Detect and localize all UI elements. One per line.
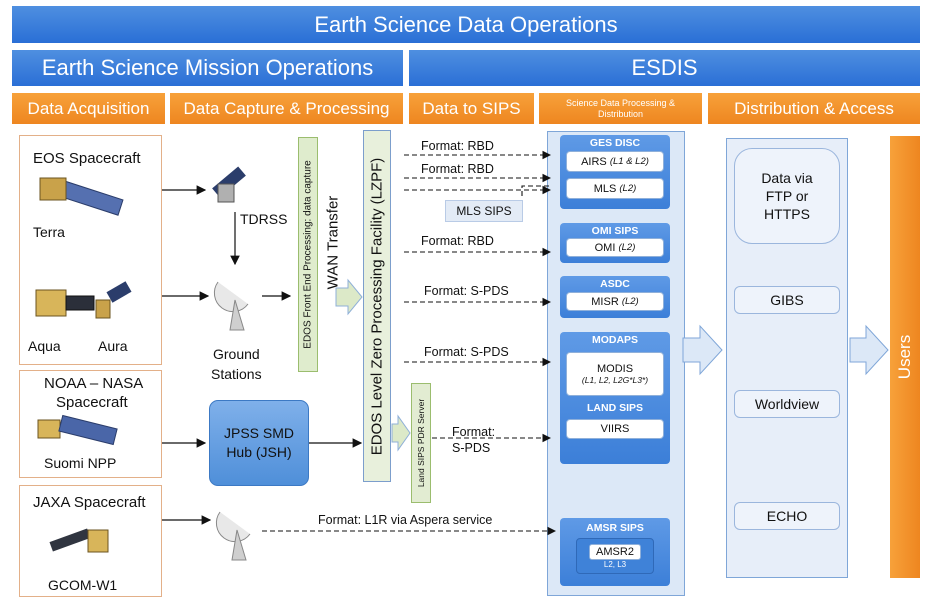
- omi-sips-title: OMI SIPS: [591, 225, 639, 237]
- amsr-sips-box: AMSR SIPS AMSR2 L2, L3: [560, 518, 670, 586]
- airs-item: AIRS (L1 & L2): [566, 151, 664, 172]
- mls-label: MLS: [593, 182, 617, 195]
- mls-sips-box: MLS SIPS: [445, 200, 523, 222]
- echo-item: ECHO: [734, 502, 840, 530]
- aqua-satellite-icon: [35, 289, 95, 317]
- gcom-w1-label: GCOM-W1: [48, 577, 118, 593]
- omi-level: (L2): [618, 242, 636, 253]
- viirs-label: VIIRS: [600, 423, 630, 435]
- omi-sips-box: OMI SIPS OMI (L2): [560, 223, 670, 263]
- asdc-title: ASDC: [600, 278, 630, 290]
- tdrss-label: TDRSS: [240, 211, 288, 227]
- format-rbd-3: Format: RBD: [421, 234, 494, 248]
- format-spds-3-line2: S-PDS: [452, 441, 491, 455]
- viirs-item: VIIRS: [566, 419, 664, 439]
- jaxa-title: JAXA Spacecraft: [33, 494, 146, 511]
- suomi-npp-satellite-icon: [37, 414, 118, 446]
- header-mission-operations: Earth Science Mission Operations: [12, 50, 403, 86]
- modis-item: MODIS (L1, L2, L2G*L3*): [566, 352, 664, 396]
- misr-level: (L2): [621, 296, 639, 307]
- phase-science-line2: Distribution: [597, 108, 644, 119]
- header-earth-science-data-ops: Earth Science Data Operations: [12, 6, 920, 43]
- jpss-line2: Hub (JSH): [226, 444, 292, 460]
- phase-distribution-access: Distribution & Access: [708, 93, 920, 124]
- format-spds-3-line1: Format:: [452, 425, 496, 439]
- front-to-lzpf-arrow: [335, 278, 363, 316]
- phase-data-capture: Data Capture & Processing: [170, 93, 403, 124]
- jpss-smd-hub-box: JPSS SMD Hub (JSH): [209, 400, 309, 486]
- terra-label: Terra: [33, 224, 65, 240]
- terra-satellite-icon: [39, 177, 124, 216]
- airs-label: AIRS: [581, 155, 607, 168]
- misr-item: MISR (L2): [566, 292, 664, 311]
- amsr2-item: AMSR2 L2, L3: [576, 538, 654, 574]
- ground-station-dish-icon: [213, 281, 249, 331]
- aura-satellite-icon: [95, 281, 132, 319]
- phase-data-acquisition: Data Acquisition: [12, 93, 165, 124]
- ftp-https-access: Data via FTP or HTTPS: [734, 148, 840, 244]
- ground-stations-line2: Stations: [211, 366, 262, 382]
- suomi-npp-label: Suomi NPP: [44, 455, 117, 471]
- distribution-to-users-arrow: [849, 324, 889, 376]
- phase-science-line1: Science Data Processing &: [565, 97, 676, 108]
- misr-label: MISR: [591, 295, 619, 308]
- format-rbd-1: Format: RBD: [421, 139, 494, 153]
- ground-stations-line1: Ground: [213, 346, 260, 362]
- modis-level: (L1, L2, L2G*L3*): [581, 375, 649, 385]
- gcom-w1-satellite-icon: [49, 528, 109, 553]
- omi-item: OMI (L2): [566, 238, 664, 257]
- land-sips-pdr-column: Land SIPS PDR Server: [411, 383, 431, 503]
- mls-level: (L2): [619, 183, 637, 194]
- science-to-distribution-arrow: [682, 324, 723, 376]
- modis-label: MODIS: [596, 363, 634, 375]
- eos-spacecraft-title: EOS Spacecraft: [33, 150, 141, 167]
- omi-label: OMI: [594, 241, 616, 254]
- users-bar: Users: [890, 136, 920, 578]
- phase-science-processing: Science Data Processing & Distribution: [539, 93, 702, 124]
- worldview-item: Worldview: [734, 390, 840, 418]
- format-spds-2: Format: S-PDS: [424, 345, 509, 359]
- ges-disc-box: GES DISC AIRS (L1 & L2) MLS (L2): [560, 135, 670, 209]
- ftp-line3: HTTPS: [764, 206, 810, 222]
- lzpf-to-pdr-arrow: [391, 414, 411, 452]
- noaa-title-line1: NOAA – NASA: [44, 375, 144, 392]
- ftp-line2: FTP or: [765, 188, 809, 204]
- phase-data-to-sips: Data to SIPS: [409, 93, 534, 124]
- aqua-label: Aqua: [28, 338, 61, 354]
- amsr-sips-title: AMSR SIPS: [586, 522, 644, 534]
- ges-disc-title: GES DISC: [589, 137, 641, 149]
- land-sips-title: LAND SIPS: [586, 402, 643, 414]
- header-esdis: ESDIS: [409, 50, 920, 86]
- format-rbd-2: Format: RBD: [421, 162, 494, 176]
- edos-front-end-column: EDOS Front End Processing: data capture: [298, 137, 318, 372]
- format-spds-1: Format: S-PDS: [424, 284, 509, 298]
- ftp-line1: Data via: [761, 170, 813, 186]
- amsr2-level: L2, L3: [603, 559, 627, 569]
- eos-spacecraft-box: [19, 135, 162, 365]
- airs-level: (L1 & L2): [609, 156, 649, 167]
- asdc-box: ASDC MISR (L2): [560, 276, 670, 318]
- lzpf-column: EDOS Level Zero Processing Facility (LZP…: [363, 130, 391, 482]
- format-l1r: Format: L1R via Aspera service: [318, 513, 493, 527]
- modaps-box: MODAPS MODIS (L1, L2, L2G*L3*) LAND SIPS…: [560, 332, 670, 464]
- gibs-item: GIBS: [734, 286, 840, 314]
- aura-label: Aura: [98, 338, 128, 354]
- jpss-line1: JPSS SMD: [223, 425, 294, 441]
- noaa-title-line2: Spacecraft: [56, 394, 128, 411]
- tdrss-satellite-icon: [212, 166, 246, 203]
- jaxa-ground-dish-icon: [215, 511, 251, 561]
- modaps-title: MODAPS: [591, 334, 639, 346]
- amsr2-label: AMSR2: [589, 543, 641, 560]
- mls-item: MLS (L2): [566, 178, 664, 199]
